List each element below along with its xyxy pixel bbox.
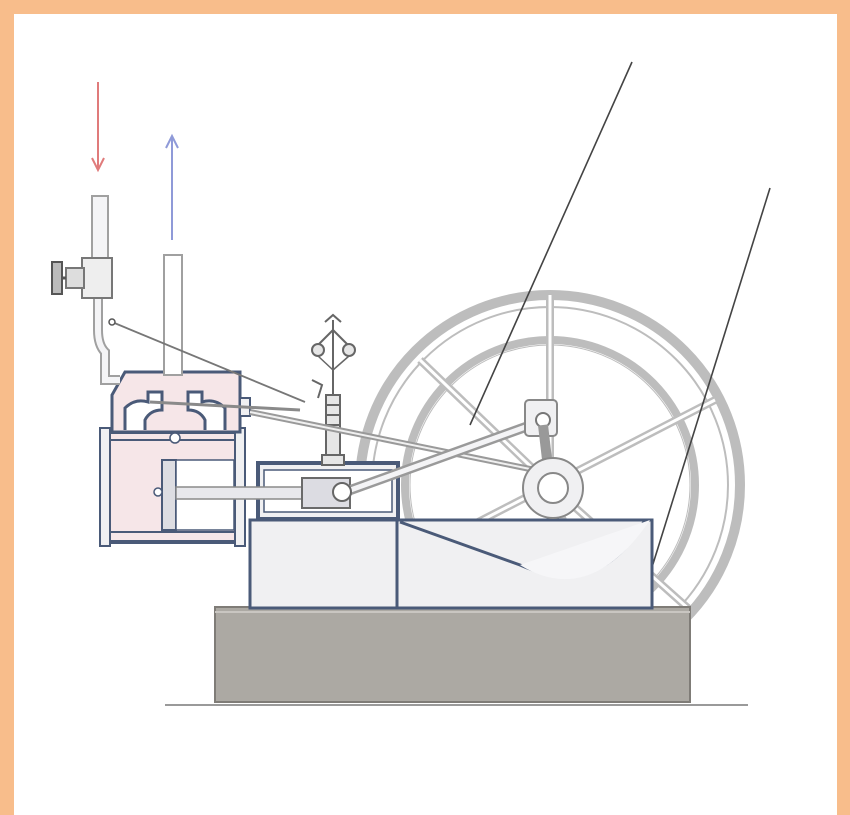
- diagram-panel: [14, 14, 837, 815]
- governor-rod: [111, 321, 306, 403]
- steam-inlet-pipe: [91, 195, 120, 385]
- belt-line-1: [469, 61, 633, 426]
- governor: [311, 313, 356, 466]
- valve-rod: [149, 400, 301, 412]
- wrist-pin: [332, 482, 352, 502]
- throttle-valve: [51, 257, 113, 299]
- flywheel-hub: [522, 457, 584, 519]
- foundation: [214, 606, 691, 703]
- belt-line-2: [647, 187, 771, 581]
- steam-in-arrow-icon: [91, 82, 105, 173]
- engine-bed: [248, 518, 654, 610]
- exhaust-pipe: [163, 254, 183, 376]
- exhaust-arrow-icon: [165, 133, 179, 240]
- steam-engine-diagram: [51, 61, 771, 706]
